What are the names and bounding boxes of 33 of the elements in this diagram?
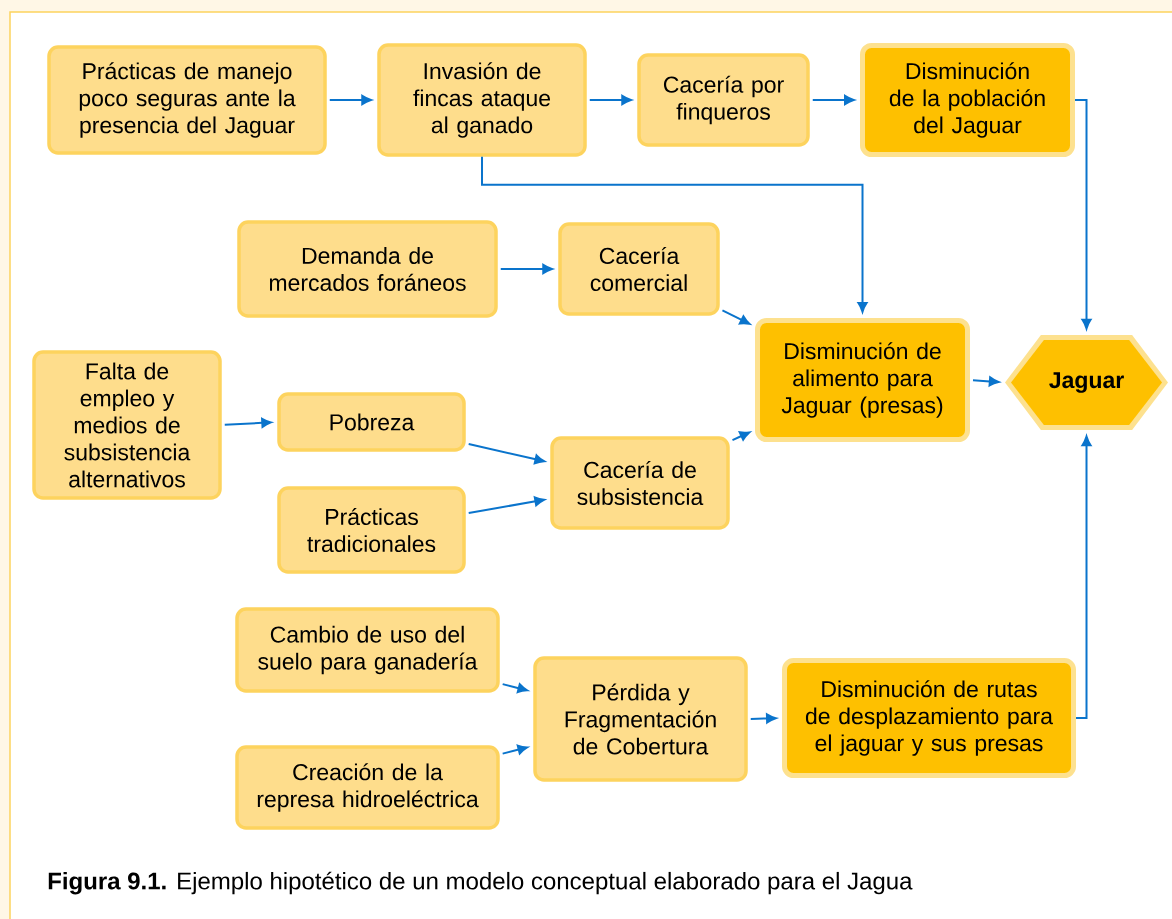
arrow <box>467 496 545 514</box>
arrow <box>731 431 751 442</box>
figure-caption: Figura 9.1. Ejemplo hipotético de un modelo conceptual elaborado para el Jagua <box>48 871 913 895</box>
process-box: Cacería por finqueros <box>637 53 810 147</box>
process-box: Cacería comercial <box>558 222 720 316</box>
arrow <box>223 417 272 428</box>
arrow <box>467 443 545 465</box>
arrow <box>328 94 372 106</box>
arrow <box>481 155 868 313</box>
arrow <box>1075 435 1092 719</box>
outcome-box: Disminución de rutas de desplazamiento para el jaguar y sus presas <box>782 658 1076 778</box>
arrow <box>501 744 529 755</box>
process-box: Falta de empleo y medios de subsistencia alternativos <box>32 350 222 500</box>
outcome-box: Disminución de la población del Jaguar <box>860 43 1075 157</box>
target-hexagon: Jaguar <box>1005 335 1168 430</box>
arrow <box>721 309 751 325</box>
process-box: Prácticas tradicionales <box>277 486 466 574</box>
process-box: Demanda de mercados foráneos <box>237 220 498 318</box>
outcome-box: Disminución de alimento para Jaguar (presas) <box>755 318 970 442</box>
process-box: Pobreza <box>277 392 466 452</box>
process-box: Creación de la represa hidroeléctrica <box>235 745 500 830</box>
process-box: Pérdida y Fragmentación de Cobertura <box>533 656 748 782</box>
arrow <box>811 94 855 106</box>
arrow <box>972 376 1000 387</box>
process-box: Invasión de fincas ataque al ganado <box>377 43 587 157</box>
process-box: Prácticas de manejo poco seguras ante la presencia del Jaguar <box>47 45 327 155</box>
arrow <box>501 683 529 694</box>
arrow <box>588 94 632 106</box>
arrow <box>499 263 553 275</box>
arrow <box>1074 99 1092 330</box>
process-box: Cambio de uso del suelo para ganadería <box>235 607 500 693</box>
arrow <box>749 713 777 724</box>
process-box: Cacería de subsistencia <box>550 436 730 530</box>
